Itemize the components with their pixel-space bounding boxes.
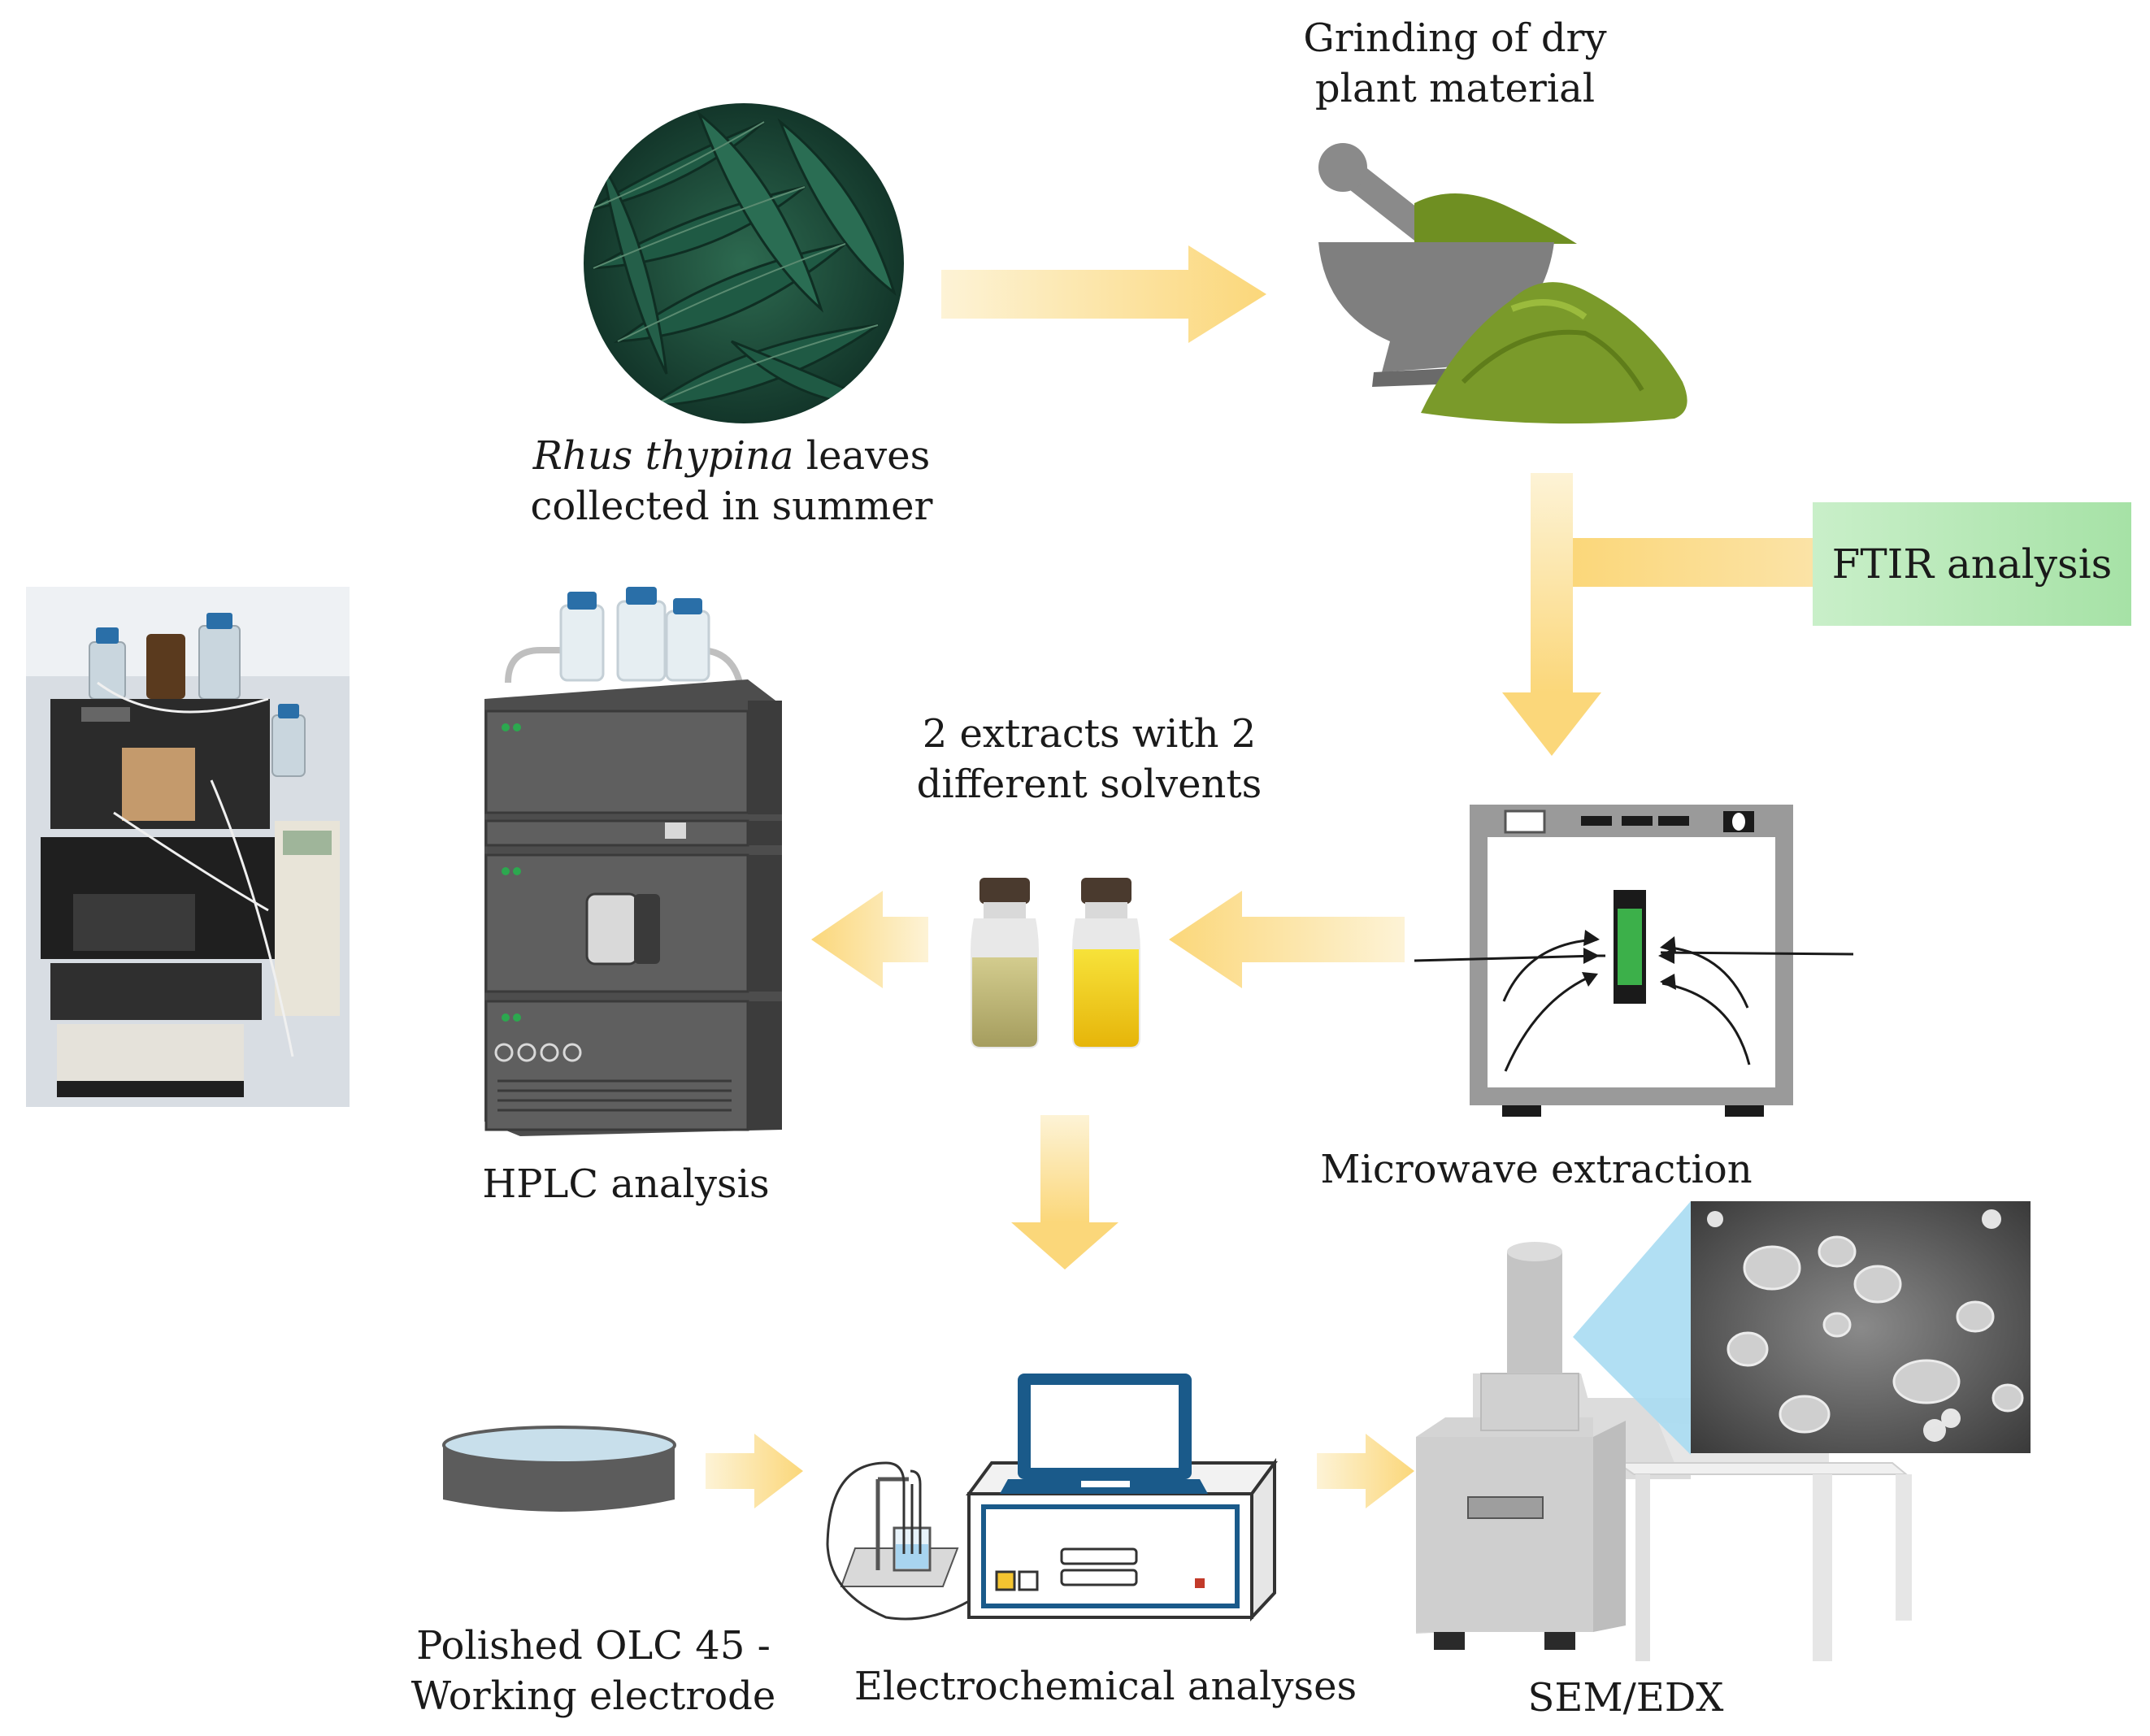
branch-to-ftir: [1573, 538, 1813, 587]
vial-1: [971, 878, 1039, 1048]
arrow-vials-to-hplc: [811, 891, 928, 988]
extracts-label: 2 extracts with 2 different solvents: [916, 711, 1262, 807]
species-name: Rhus thypina: [532, 433, 794, 479]
ftir-analysis-box: FTIR analysis: [1813, 502, 2131, 626]
electrochem-label: Electrochemical analyses: [853, 1664, 1357, 1709]
mortar-pestle-icon: [1318, 143, 1577, 387]
arrow-leaves-to-grinding: [941, 245, 1266, 343]
powder-pile: [1421, 282, 1687, 424]
electrode-label: Polished OLC 45 - Working electrode: [410, 1623, 776, 1719]
arrow-electrode-to-electrochem: [706, 1434, 803, 1508]
grinding-label: Grinding of dry plant material: [1303, 15, 1607, 111]
laptop-icon: [1000, 1374, 1208, 1494]
working-electrode-disk: [442, 1426, 676, 1512]
sem-micrograph: [1691, 1201, 2031, 1453]
electrochemical-cell: [826, 1461, 983, 1621]
leaves-label: Rhus thypina leaves collected in summer: [530, 433, 933, 529]
ftir-label: FTIR analysis: [1831, 540, 2113, 588]
arrow-microwave-to-vials: [1169, 891, 1405, 988]
arrow-electrochem-to-sem: [1317, 1434, 1414, 1508]
hplc-label: HPLC analysis: [482, 1161, 770, 1207]
hplc-instrument-icon: [484, 587, 782, 1136]
extract-vials: [971, 878, 1140, 1048]
sem-zoom-beam: [1573, 1201, 1691, 1455]
rhus-leaves-photo: [584, 103, 904, 423]
vial-2: [1072, 878, 1140, 1048]
sem-label: SEM/EDX: [1527, 1675, 1724, 1721]
arrow-grinding-to-microwave: [1502, 473, 1601, 756]
arrow-vials-to-electrochem: [1011, 1115, 1118, 1269]
hplc-lab-photo: [26, 587, 350, 1107]
microwave-label: Microwave extraction: [1320, 1147, 1753, 1192]
microwave-icon: [1414, 805, 1854, 1117]
electrochemical-setup-icon: [826, 1374, 1278, 1622]
